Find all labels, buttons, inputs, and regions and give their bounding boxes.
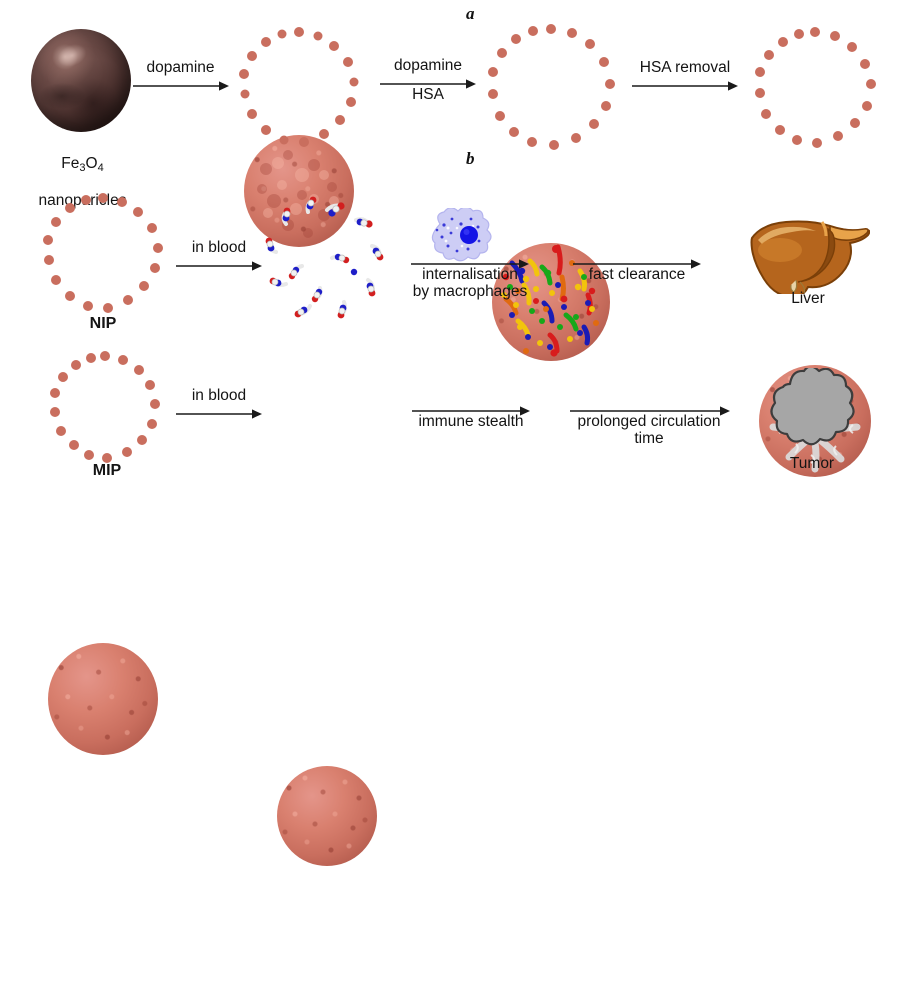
nip-particle-icon (48, 643, 158, 755)
arrow-hsa-removal (632, 80, 738, 94)
hsa-embedded-sphere-icon (492, 243, 610, 361)
arrow-in-blood-mip-label: in blood (191, 387, 247, 404)
arrow-prolonged-circulation (570, 405, 730, 419)
figure-canvas: a Fe3O4 nanoparicles dopamine (0, 0, 900, 493)
mip-rim-texture (50, 351, 160, 463)
arrow-dopamine-label: dopamine (146, 59, 215, 76)
nip-protein-corona-strands (265, 196, 384, 319)
arrow-dopamine-hsa (380, 78, 476, 92)
arrow-immune-stealth-label: immune stealth (418, 413, 524, 430)
panel-label-b: b (466, 149, 475, 168)
arrow-fast-clearance-label: fast clearance (588, 266, 686, 283)
nip-rim-texture (43, 193, 163, 313)
mip-label: MIP (92, 462, 122, 479)
hsa-embedded-rim-texture (488, 24, 615, 150)
panel-label-a: a (466, 4, 475, 23)
polydopamine-sphere-icon (244, 135, 354, 247)
arrow-dopamine-hsa-above: dopamine (393, 57, 463, 74)
arrow-dopamine-hsa-below: HSA (412, 86, 444, 103)
arrow-dopamine (133, 80, 229, 94)
arrow-in-blood-nip (176, 260, 262, 274)
nip-label: NIP (89, 315, 117, 332)
arrow-internalisation-label: internalisation by macrophages (412, 266, 528, 301)
polydopamine-rim-texture (239, 27, 359, 147)
arrow-prolonged-circulation-label: prolonged circulation time (577, 413, 721, 448)
magnetite-sphere-icon (31, 29, 131, 132)
arrow-fast-clearance (573, 258, 701, 272)
arrow-in-blood-nip-label: in blood (191, 239, 247, 256)
imprinted-rim-texture (755, 27, 876, 148)
arrow-internalisation (411, 258, 529, 272)
liver-label: Liver (791, 290, 825, 307)
tumor-label: Tumor (789, 455, 835, 472)
liver-icon (744, 212, 870, 294)
arrow-in-blood-mip (176, 408, 262, 422)
tumor-icon (760, 368, 856, 460)
arrow-immune-stealth (412, 405, 530, 419)
fe3o4-formula: Fe3O4 (61, 155, 104, 175)
macrophage-icon (428, 208, 492, 262)
nip-protein-corona-sphere-icon (277, 766, 377, 866)
arrow-hsa-removal-label: HSA removal (639, 59, 731, 76)
